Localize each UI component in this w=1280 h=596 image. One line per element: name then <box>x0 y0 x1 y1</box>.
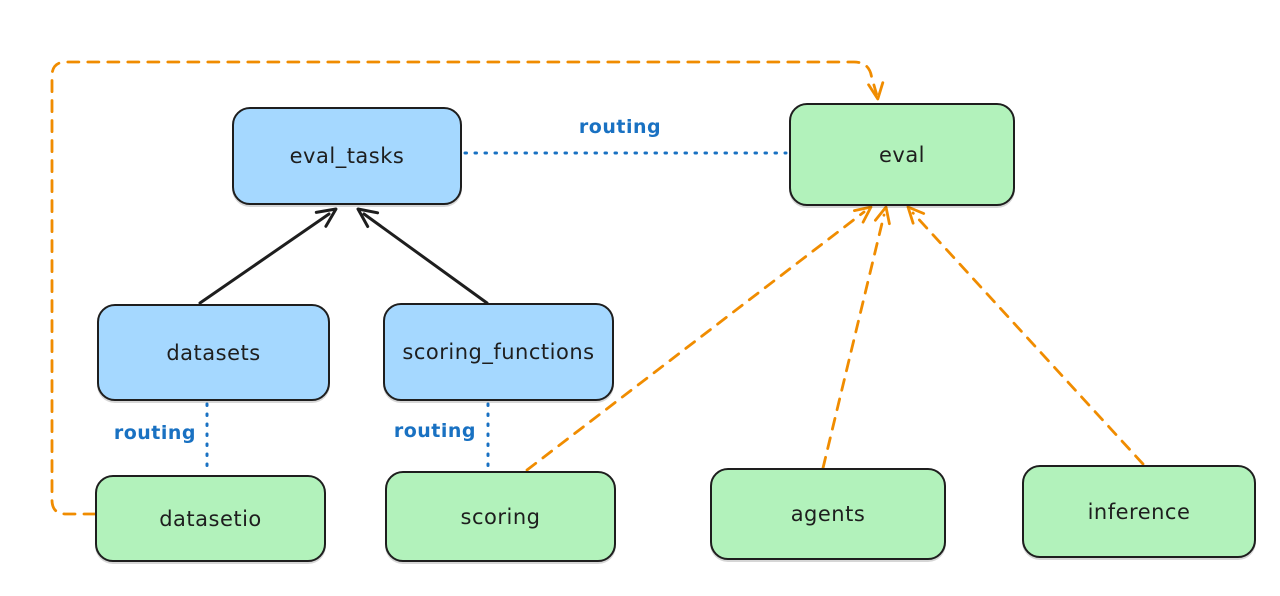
node-eval-label: eval <box>878 142 926 167</box>
node-eval-tasks: eval_tasks <box>232 107 462 205</box>
node-scoring-functions: scoring_functions <box>383 303 614 401</box>
edge-label-routing-eval-tasks-eval: routing <box>578 116 662 138</box>
node-eval-tasks-label: eval_tasks <box>289 144 405 168</box>
arrowhead-scoring-to-eval <box>853 205 873 224</box>
edge-datasetio-to-eval <box>50 60 878 516</box>
arrowhead-inference-to-eval <box>906 205 926 225</box>
node-agents: agents <box>710 468 946 560</box>
edge-scoring-functions-to-eval-tasks <box>362 212 489 305</box>
node-datasets: datasets <box>97 304 330 401</box>
edge-agents-to-eval <box>821 213 886 470</box>
node-datasetio-label: datasetio <box>159 506 262 531</box>
edge-label-routing-scoring-functions-scoring: routing <box>393 420 476 442</box>
arrowhead-agents-to-eval <box>874 205 891 226</box>
node-inference-label: inference <box>1087 499 1191 524</box>
node-datasetio: datasetio <box>95 475 326 562</box>
node-agents-label: agents <box>790 502 866 526</box>
node-scoring-functions-label: scoring_functions <box>402 340 595 364</box>
node-inference: inference <box>1022 465 1256 558</box>
node-datasets-label: datasets <box>166 340 261 365</box>
node-scoring-label: scoring <box>460 504 541 529</box>
node-scoring: scoring <box>385 471 616 562</box>
arrowhead-scoring-functions-to-eval-tasks <box>356 207 380 228</box>
node-eval: eval <box>789 103 1015 206</box>
edge-datasets-to-eval-tasks <box>198 212 331 305</box>
arrowhead-datasetio-to-eval <box>867 81 885 101</box>
edge-label-routing-datasets-datasetio: routing <box>113 422 196 444</box>
edge-inference-to-eval <box>911 211 1145 466</box>
arrowhead-datasets-to-eval-tasks <box>314 207 338 228</box>
